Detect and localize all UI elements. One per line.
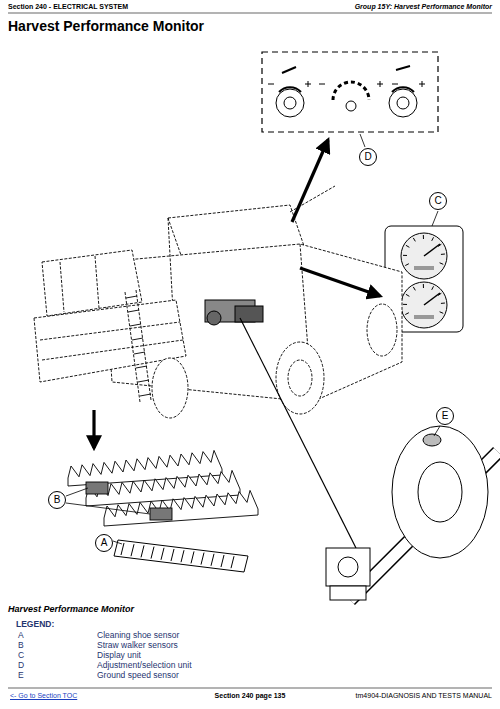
manual-id: tm4904-DIAGNOSIS AND TESTS MANUAL [356, 692, 492, 700]
legend-letter: E [18, 671, 24, 680]
pointer-arrow [94, 140, 380, 448]
page-title: Harvest Performance Monitor [8, 19, 204, 34]
header-rule [8, 13, 492, 14]
legend-description: Straw walker sensors [97, 641, 178, 650]
figure-caption: Harvest Performance Monitor [8, 605, 134, 615]
callout-letter: C [434, 196, 441, 206]
callout-letter: E [442, 411, 449, 421]
callout-circle: D [359, 148, 377, 166]
straw-walkers [68, 450, 258, 526]
legend-description: Adjustment/selection unit [97, 661, 192, 670]
leader-line [66, 134, 440, 544]
legend-letter: D [18, 661, 24, 670]
legend-description: Display unit [97, 651, 141, 660]
combine-body [34, 186, 402, 418]
callout-letter: D [364, 152, 371, 162]
footer-rule [8, 688, 492, 689]
legend-letter: B [18, 641, 24, 650]
section-header: Section 240 - ELECTRICAL SYSTEM [8, 3, 128, 11]
callout-circle: A [95, 534, 113, 552]
cleaning-shoe [114, 540, 248, 572]
callout-circle: C [429, 192, 447, 210]
adjustment-unit [262, 52, 438, 132]
toc-link: <- Go to Section TOC [10, 692, 77, 700]
page-number: Section 240 page 135 [215, 692, 286, 700]
callout-letter: B [54, 495, 61, 505]
legend-letter: C [18, 651, 24, 660]
group-header: Group 15Y: Harvest Performance Monitor [355, 3, 492, 11]
callout-letter: A [101, 538, 108, 548]
monitor-components [205, 300, 263, 325]
ground-speed-detail [326, 426, 498, 600]
legend-letter: A [18, 631, 24, 640]
legend-description: Ground speed sensor [97, 671, 179, 680]
legend-heading: LEGEND: [16, 620, 54, 629]
legend-description: Cleaning shoe sensor [97, 631, 179, 640]
callout-circle: B [48, 491, 66, 509]
callout-circle: E [436, 407, 454, 425]
